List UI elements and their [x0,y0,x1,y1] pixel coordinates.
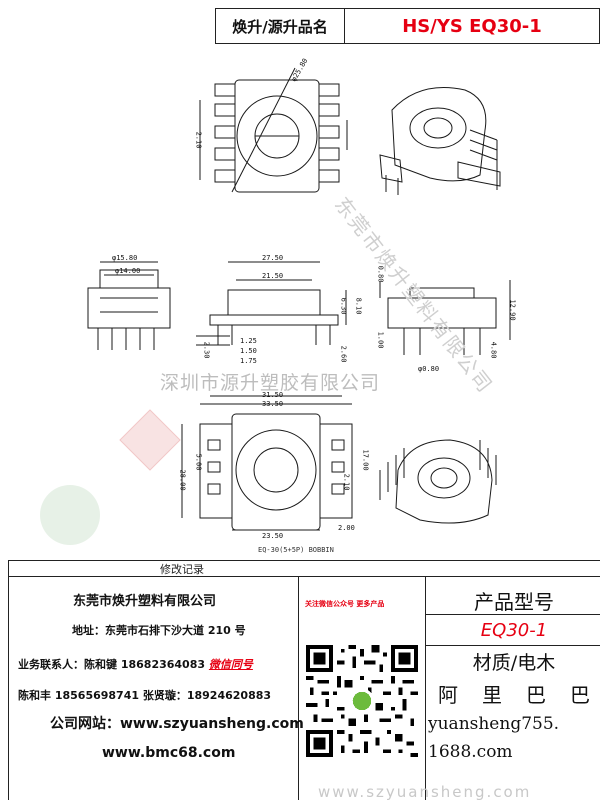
contact-value: 陈和键 18682364083 [84,658,206,671]
dim-r3: 1.00 [376,331,385,349]
dim-h7: 2.60 [339,345,348,363]
follow-note: 关注微信公众号 更多产品 [305,600,385,608]
company-name: 东莞市焕升塑料有限公司 [73,594,217,609]
dim-h4: 1.50 [240,347,257,355]
side-view-left [87,261,171,350]
material-label: 材质/电木 [472,652,556,674]
divider [8,560,600,561]
dim-b8: 28.00 [178,469,187,491]
dim-top-h: 2.10 [194,131,203,149]
isometric-view-top [379,87,501,195]
dim-h5: 1.75 [240,357,257,365]
qr-code[interactable] [306,645,418,757]
technical-drawing [40,67,511,545]
green-logo-mark [40,485,100,545]
divider [425,645,600,646]
alibaba-char: 巴 [526,683,546,707]
wechat-note: 微信同号 [208,658,253,671]
dim-b6: 17.00 [361,449,370,471]
dim-b1: 31.50 [262,391,284,399]
revision-record-label: 修改记录 [160,563,204,576]
dim-w1: 27.50 [262,254,284,262]
drawing-watermark: 深圳市源升塑胶有限公司 [160,372,381,394]
dim-b3: 23.50 [262,532,284,540]
company-address: 地址：东莞市石排下沙大道 210 号 [72,624,246,637]
product-model-value: EQ30-1 [480,620,548,641]
divider [8,560,9,800]
dim-b5: 5.00 [194,453,203,471]
company-website-2[interactable]: www.bmc68.com [102,745,236,761]
divider [425,614,600,615]
store-url-part1[interactable]: yuansheng755. [428,714,560,734]
dim-h6: 2.30 [202,341,211,359]
contact-line: 业务联系人：陈和键 18682364083 微信同号 [18,656,253,672]
contact-line-2: 陈和丰 18565698741 张贤璇：18924620883 [18,689,272,702]
logo-mark [119,409,181,471]
divider [8,576,600,577]
alibaba-label: 阿 里 巴 巴 [426,679,602,708]
dim-b7: 2.10 [342,473,351,491]
dim-d1: φ15.80 [112,254,138,262]
store-url-part2[interactable]: 1688.com [428,742,513,762]
alibaba-char: 阿 [438,683,458,707]
top-view [199,67,348,193]
dim-b2: 33.50 [262,400,284,408]
divider [425,576,426,800]
divider [298,576,299,800]
dim-w2: 21.50 [262,272,284,280]
site-link[interactable]: www.szyuansheng.com [120,716,304,732]
drawing-caption: EQ-30(5+5P) BOBBIN [258,546,334,554]
bottom-watermark: www.szyuansheng.com [318,783,532,801]
contact-label: 业务联系人： [18,658,84,671]
product-name-value: HS/YS EQ30-1 [344,8,600,44]
dim-h3: 1.25 [240,337,257,345]
dim-h2: 8.10 [354,297,363,315]
alibaba-char: 里 [482,683,502,707]
dim-r4: 4.80 [489,341,498,359]
alibaba-char: 巴 [570,683,590,707]
company-website: 公司网站：www.szyuansheng.com [50,713,304,733]
dim-r2: 12.90 [508,299,517,321]
dim-h1: 6.30 [339,297,348,315]
front-view [196,261,347,346]
isometric-view-bottom [379,439,497,524]
side-view-right [379,280,511,355]
dim-r5: φ0.80 [418,365,440,373]
dim-b4: 2.00 [338,524,355,532]
bottom-view [181,395,353,531]
dim-d2: φ14.00 [115,267,141,275]
site-label: 公司网站： [50,716,120,732]
product-model-label: 产品型号 [474,590,554,614]
